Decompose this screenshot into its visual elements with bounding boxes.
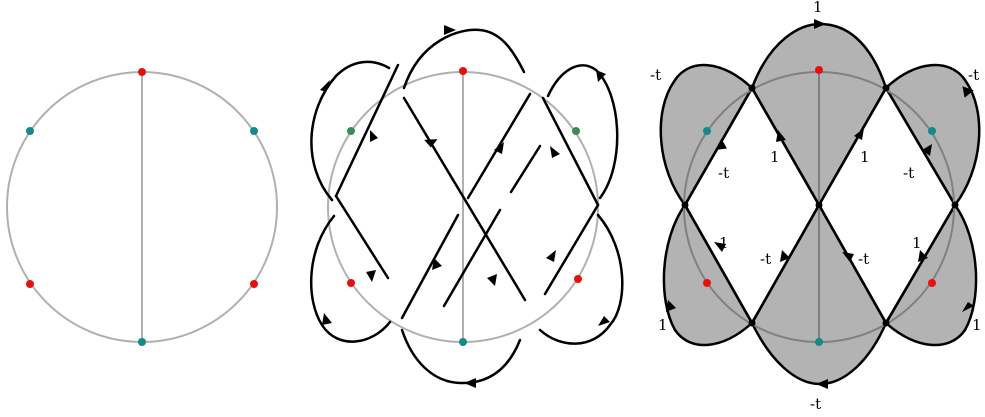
crossing-vertices (681, 84, 959, 327)
weight-upper-right: -t (968, 66, 979, 84)
knot-diagram-panel (309, 25, 624, 388)
checker-upper-right-point-teal (928, 127, 936, 135)
arrow-icon (424, 139, 438, 148)
checker-lower-left-point-red (703, 279, 711, 287)
strand-lower-left-lobe (309, 214, 392, 343)
arrow-icon (546, 250, 556, 262)
strand-diag-center-up-2 (509, 144, 542, 194)
weight-inner-lower-left-b: -t (760, 250, 771, 268)
arrow-icon (714, 242, 726, 252)
bottom-point-teal (138, 338, 146, 346)
weight-labels: 1 -t -t -t 1 1 -t 1 -t -t 1 1 1 -t (650, 0, 982, 413)
strand-lower-right-lobe (538, 213, 624, 345)
arrow-icon (918, 250, 928, 262)
weight-inner-upper-left-b: 1 (770, 148, 780, 166)
arrow-icon (322, 313, 332, 325)
arrow-icon (854, 128, 864, 140)
strand-diag-right-down-2 (400, 213, 460, 320)
knot-upper-left-point-green (347, 127, 355, 135)
arrow-icon (550, 146, 560, 158)
knot-lower-left-point-red (347, 279, 355, 287)
checker-bottom-point-teal (815, 338, 823, 346)
lower-left-point-red (26, 280, 34, 288)
checkerboard-diagram-panel: 1 -t -t -t 1 1 -t 1 -t -t 1 1 1 -t (650, 0, 982, 413)
shaded-upper-left-petal (659, 63, 754, 207)
strand-diag-left-down (402, 96, 527, 302)
arrow-icon (487, 274, 497, 286)
knot-arrows (320, 25, 610, 388)
lower-right-point-red (250, 280, 258, 288)
weight-inner-lower-left-a: 1 (719, 234, 729, 252)
knot-lower-right-point-red (574, 275, 582, 283)
upper-right-point-teal (250, 127, 258, 135)
checker-lower-right-point-red (928, 279, 936, 287)
vertex (748, 84, 756, 92)
strand-bottom-arc (400, 328, 522, 385)
vertex (681, 201, 689, 209)
checker-top-point-red (815, 66, 823, 74)
upper-left-point-teal (26, 127, 34, 135)
arrow-icon (366, 270, 376, 282)
checker-arrows (666, 19, 974, 389)
arrow-icon (842, 252, 854, 262)
strand-diag-upper-left (334, 63, 400, 198)
weight-lower-left: 1 (658, 316, 668, 334)
strand-upper-right-lobe (546, 64, 619, 200)
vertex (748, 319, 756, 327)
checker-upper-left-point-teal (703, 127, 711, 135)
arrow-icon (666, 300, 676, 312)
arrow-icon (962, 86, 974, 98)
arrow-icon (962, 302, 974, 312)
top-point-red (138, 68, 146, 76)
weight-upper-left: -t (650, 66, 661, 84)
arrow-icon (596, 70, 606, 82)
arrow-icon (717, 138, 727, 150)
arrow-icon (494, 142, 504, 154)
knot-bottom-point-teal (459, 338, 467, 346)
vertex (882, 84, 890, 92)
weight-lower-right: 1 (972, 316, 982, 334)
arrow-icon (780, 250, 790, 262)
weight-inner-upper-right-b: -t (903, 164, 914, 182)
knot-strands (309, 28, 624, 385)
arrow-icon (464, 378, 476, 388)
strand-diag-upper-right (541, 96, 600, 207)
arrow-icon (814, 19, 826, 29)
weight-inner-upper-left-a: -t (718, 164, 729, 182)
strand-diag-center-up (442, 208, 502, 308)
strand-top-arc (402, 28, 526, 90)
strand-diag-mid-right (543, 203, 600, 296)
vertex (815, 201, 823, 209)
knot-upper-right-point-green (572, 127, 580, 135)
shaded-lower-right-petal (884, 203, 978, 347)
shaded-lower-left-petal (662, 203, 754, 347)
arrow-icon (444, 25, 456, 35)
weight-bottom: -t (810, 395, 821, 413)
weight-inner-lower-right-b: 1 (912, 234, 922, 252)
vertex (882, 319, 890, 327)
arrow-icon (816, 379, 828, 389)
weight-inner-upper-right-a: 1 (860, 148, 870, 166)
arrow-icon (776, 130, 786, 142)
arrow-icon (370, 130, 378, 142)
knot-top-point-red (459, 67, 467, 75)
arrow-icon (320, 80, 330, 92)
chord-diagram-panel (6, 68, 278, 346)
arrow-icon (598, 316, 610, 326)
strand-diag-mid-left (334, 194, 390, 280)
weight-inner-lower-right-a: -t (858, 250, 869, 268)
weight-top: 1 (813, 0, 823, 16)
vertex (951, 201, 959, 209)
arrow-icon (432, 258, 442, 270)
arrow-icon (922, 144, 932, 156)
